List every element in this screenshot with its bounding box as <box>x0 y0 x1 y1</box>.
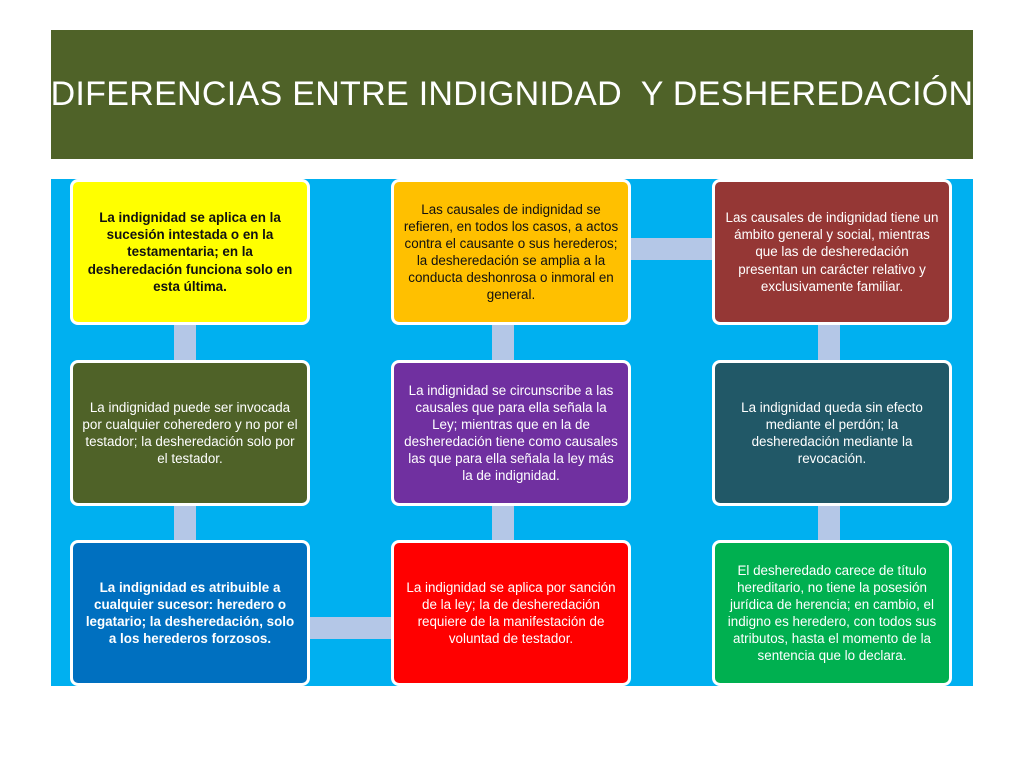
box-succession-type: La indignidad se aplica en la sucesión i… <box>70 179 310 325</box>
box-title-possession: El desheredado carece de título heredita… <box>712 540 952 686</box>
box-attributable: La indignidad es atribuible a cualquier … <box>70 540 310 686</box>
box-causes-acts: Las causales de indignidad se refieren, … <box>391 179 631 325</box>
connector-col3-bottom <box>818 505 840 542</box>
box-text: El desheredado carece de título heredita… <box>727 562 937 664</box>
box-text: Las causales de indignidad tiene un ámbi… <box>725 210 939 294</box>
box-text: La indignidad es atribuible a cualquier … <box>85 579 295 647</box>
box-text: La indignidad queda sin efecto mediante … <box>741 399 923 467</box>
box-text: La indignidad puede ser invocada por cua… <box>82 399 298 467</box>
box-forgiveness: La indignidad queda sin efecto mediante … <box>712 360 952 506</box>
connector-col1-bottom <box>174 505 196 542</box>
box-text: La indignidad se circunscribe a las caus… <box>404 382 618 484</box>
connector-col2-col3 <box>630 238 714 260</box>
box-invocation: La indignidad puede ser invocada por cua… <box>70 360 310 506</box>
box-sanction: La indignidad se aplica por sanción de l… <box>391 540 631 686</box>
connector-col2-bottom <box>492 505 514 542</box>
connector-col1-col2 <box>309 617 393 639</box>
box-causes-law: La indignidad se circunscribe a las caus… <box>391 360 631 506</box>
slide-title: DIFERENCIAS ENTRE INDIGNIDAD Y DESHEREDA… <box>50 75 974 113</box>
connector-col1-top <box>174 324 196 362</box>
title-banner: DIFERENCIAS ENTRE INDIGNIDAD Y DESHEREDA… <box>51 30 973 159</box>
box-text: La indignidad se aplica por sanción de l… <box>406 579 616 647</box>
box-text: Las causales de indignidad se refieren, … <box>403 201 619 303</box>
connector-col2-top <box>492 324 514 362</box>
connector-col3-top <box>818 324 840 362</box>
box-scope: Las causales de indignidad tiene un ámbi… <box>712 179 952 325</box>
box-text: La indignidad se aplica en la sucesión i… <box>87 210 293 294</box>
